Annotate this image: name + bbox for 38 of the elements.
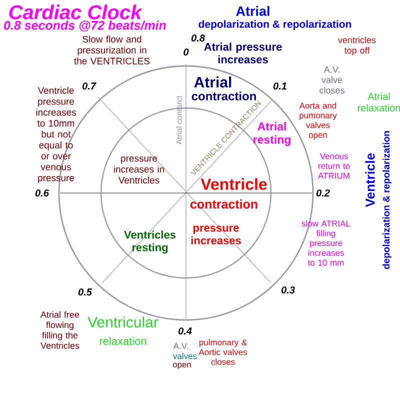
phase-label: relaxation bbox=[100, 336, 146, 346]
phase-label: contraction bbox=[192, 92, 256, 100]
phase-label: Atrial bbox=[194, 76, 232, 88]
time-mark: 0 bbox=[184, 48, 189, 56]
phase-label: depolarization & repolarization bbox=[198, 20, 352, 30]
phase-label: Ventricular bbox=[88, 316, 158, 328]
annotation: Atrial pressure increases bbox=[204, 42, 282, 64]
annotation: ventricles top off bbox=[338, 36, 376, 56]
annotation: open bbox=[172, 362, 191, 370]
annotation: Ventricle pressure increases to 10mm but not equal to or over venous pressure bbox=[36, 86, 76, 184]
annotation: Aorta and pumonary valves open bbox=[299, 102, 337, 140]
phase-label: Ventricle bbox=[365, 153, 375, 207]
annotation: Slow flow and pressurization in the VENTRICLES bbox=[74, 36, 150, 64]
time-mark: 0.6 bbox=[35, 189, 49, 197]
annotation: Venous return to ATRIUM bbox=[318, 153, 350, 179]
phase-label: contraction bbox=[190, 199, 258, 209]
phase-label: Ventricle bbox=[200, 178, 267, 190]
annotation: slow ATRIAL filling pressure increases to 10 mm bbox=[302, 220, 350, 266]
time-mark: 0.4 bbox=[178, 327, 192, 335]
annotation: valves bbox=[172, 352, 197, 360]
subtitle: 0.8 seconds @72 beats/min bbox=[4, 20, 166, 32]
annotation: pressure increases in Ventricles bbox=[114, 156, 164, 184]
time-mark: 0.7 bbox=[82, 82, 96, 90]
annotation: A.V. valve closes bbox=[320, 66, 344, 94]
phase-label: Ventricles resting bbox=[124, 230, 176, 254]
time-mark: 0.5 bbox=[78, 288, 92, 296]
phase-label: pressure increases bbox=[191, 226, 241, 244]
phase-label: Atrial bbox=[236, 6, 270, 16]
phase-label: depolarization & repolarization bbox=[382, 131, 392, 270]
annotation: pulmonary & Aortic valves closes bbox=[198, 339, 247, 365]
title: Cardiac Clock bbox=[9, 4, 142, 20]
annotation: A.V. bbox=[173, 343, 188, 349]
time-mark: 0.8 bbox=[191, 34, 205, 42]
time-mark: 0.1 bbox=[273, 82, 286, 90]
annotation: Atrial free flowing filling the Ventricles bbox=[40, 311, 80, 349]
phase-label: Atrial relaxation bbox=[358, 92, 400, 112]
time-mark: 0.2 bbox=[316, 189, 330, 197]
time-mark: 0.3 bbox=[281, 286, 295, 294]
